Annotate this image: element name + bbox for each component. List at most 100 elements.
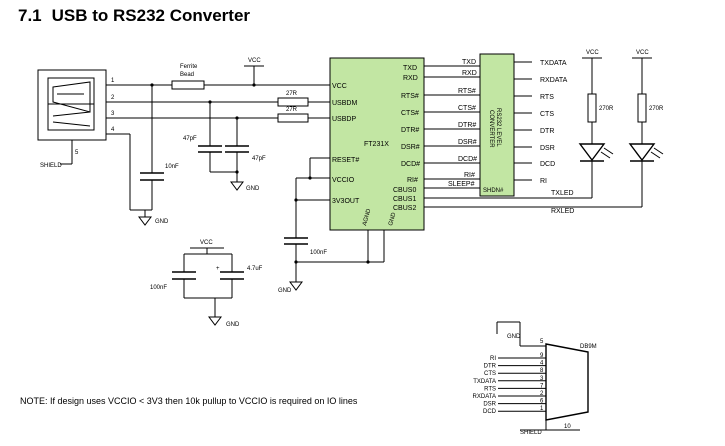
capacitor-47pf-right: 47pF GND — [210, 116, 266, 192]
lc-pin-rxd: RXD — [462, 70, 477, 77]
db9-top-pin: 5 — [540, 339, 544, 345]
c-4u7-label: 4.7uF — [247, 266, 263, 272]
usb-gnd-net: GND — [129, 134, 169, 226]
db9-signal-label: DSR — [483, 402, 496, 408]
vcc-label-top: VCC — [248, 58, 261, 64]
lc-pin-cts: CTS# — [458, 105, 476, 112]
gnd-label-decouple: GND — [226, 322, 240, 328]
ft231x-pin-txd: TXD — [403, 65, 417, 72]
ft231x-pin-usbdp: USBDP — [332, 116, 356, 123]
design-note: NOTE: If design uses VCCIO < 3V3 then 10… — [20, 396, 358, 406]
vcc-label-led-rx: VCC — [636, 50, 649, 56]
decoupling-caps: VCC + 4.7uF 100nF GND — [150, 240, 263, 328]
resistor-usbdm: 27R — [277, 91, 309, 107]
out-dtr: DTR — [540, 128, 554, 135]
resistor-usbdp: 27R — [277, 107, 309, 123]
lc-pin-dcd: DCD# — [458, 156, 477, 163]
usb-pin-3: 3 — [111, 111, 115, 117]
gnd-label-vccio: GND — [278, 288, 292, 294]
db9-pin-number: 1 — [540, 406, 544, 412]
db9-name: DB9M — [580, 344, 597, 350]
usb-pin-4: 4 — [111, 127, 115, 133]
out-rxdata: RXDATA — [540, 77, 568, 84]
db9-shield-pin: 10 — [564, 424, 571, 430]
led-rx-icon — [628, 143, 656, 162]
usb-shield-label: SHIELD — [40, 163, 62, 169]
level-converter-name-2: CONVERTER — [488, 110, 494, 148]
ferrite-label-2: Bead — [180, 72, 194, 78]
db9-signal-label: DTR — [484, 364, 497, 370]
capacitor-47pf-left: 47pF — [183, 100, 222, 172]
db9-pin-number: 4 — [540, 361, 544, 367]
db9-signal-label: RI — [490, 356, 496, 362]
db9-pin-number: 9 — [540, 353, 544, 359]
ft231x-pin-vccio: VCCIO — [332, 177, 355, 184]
out-dcd: DCD — [540, 161, 555, 168]
ft231x-pin-cbus2: CBUS2 — [393, 205, 416, 212]
ft231x-pin-gnd: GND — [388, 211, 397, 226]
ferrite-label-1: Ferrite — [180, 64, 198, 70]
out-dsr: DSR — [540, 145, 555, 152]
vccio-net: 100nF GND — [278, 157, 385, 294]
usb-pin-2: 2 — [111, 95, 115, 101]
out-rts: RTS — [540, 94, 554, 101]
ft231x-pin-cbus1: CBUS1 — [393, 196, 416, 203]
db9-shield: SHIELD — [520, 430, 542, 436]
ft231x-pin-agnd: AGND — [362, 208, 372, 227]
r-usbdp-label: 27R — [286, 107, 298, 113]
db9-pin-number: 6 — [540, 399, 544, 405]
ft231x-pin-3v3out: 3V3OUT — [332, 198, 360, 205]
gnd-label-db9: GND — [507, 334, 521, 340]
ft231x-chip: VCC USBDM USBDP RESET# VCCIO 3V3OUT FT23… — [329, 57, 425, 231]
db9-pin-number: 8 — [540, 368, 544, 374]
led-rx-branch: VCC 270R — [628, 50, 664, 168]
db9-pin-number: 7 — [540, 383, 544, 389]
db9-signal-label: TXDATA — [473, 379, 496, 385]
db9-signal-label: DCD — [483, 409, 497, 415]
led-tx-branch: VCC 270R — [578, 50, 614, 168]
ft231x-body — [329, 57, 425, 231]
r-usbdm-label: 27R — [286, 91, 298, 97]
lc-pin-txd: TXD — [462, 59, 476, 66]
ft231x-pin-reset: RESET# — [332, 157, 359, 164]
usb-shield-pin: 5 — [75, 150, 79, 156]
lc-pin-sleep: SLEEP# — [448, 181, 475, 188]
vcc-label-led-tx: VCC — [586, 50, 599, 56]
c-100nf-decouple-label: 100nF — [150, 285, 167, 291]
section-title: USB to RS232 Converter — [51, 6, 251, 25]
lc-pin-rts: RTS# — [458, 88, 476, 95]
uart-bus: TXD RXD RTS# CTS# DTR# DSR# DCD# RI# SLE… — [424, 59, 480, 189]
out-txdata: TXDATA — [540, 60, 567, 67]
c-100nf-vccio-label: 100nF — [310, 250, 327, 256]
ft231x-pin-ri: RI# — [407, 177, 418, 184]
ft231x-pin-cbus0: CBUS0 — [393, 187, 416, 194]
ft231x-pin-dsr: DSR# — [401, 144, 420, 151]
db9-signal-label: RXDATA — [473, 394, 496, 400]
db9-pin-number: 3 — [540, 376, 544, 382]
r-led-rx-label: 270R — [649, 106, 664, 112]
level-converter-body — [479, 53, 515, 197]
db9-signal-label: CTS — [484, 371, 496, 377]
gnd-label-47pf: GND — [246, 186, 260, 192]
gnd-label-usb: GND — [155, 219, 169, 225]
rs232-outputs: TXDATA RXDATA RTS CTS DTR DSR DCD RI — [514, 60, 568, 185]
ft231x-pin-rts: RTS# — [401, 93, 419, 100]
usb-pin-1: 1 — [111, 78, 115, 84]
ft231x-pin-cts: CTS# — [401, 110, 419, 117]
db9-signal-label: RTS — [484, 386, 496, 392]
out-ri: RI — [540, 178, 547, 185]
led-tx-icon — [578, 143, 606, 162]
db9-pin-number: 2 — [540, 391, 544, 397]
level-converter-shdn: SHDN# — [483, 188, 504, 194]
level-converter-chip: RS232 LEVEL CONVERTER SHDN# — [479, 53, 515, 197]
ferrite-bead: Ferrite Bead — [171, 64, 205, 90]
vcc-top: VCC — [244, 58, 264, 87]
ft231x-pin-dtr: DTR# — [401, 127, 419, 134]
capacitor-10nf: 10nF — [140, 83, 179, 210]
lc-pin-dtr: DTR# — [458, 122, 476, 129]
ft231x-pin-dcd: DCD# — [401, 161, 420, 168]
out-cts: CTS — [540, 111, 554, 118]
